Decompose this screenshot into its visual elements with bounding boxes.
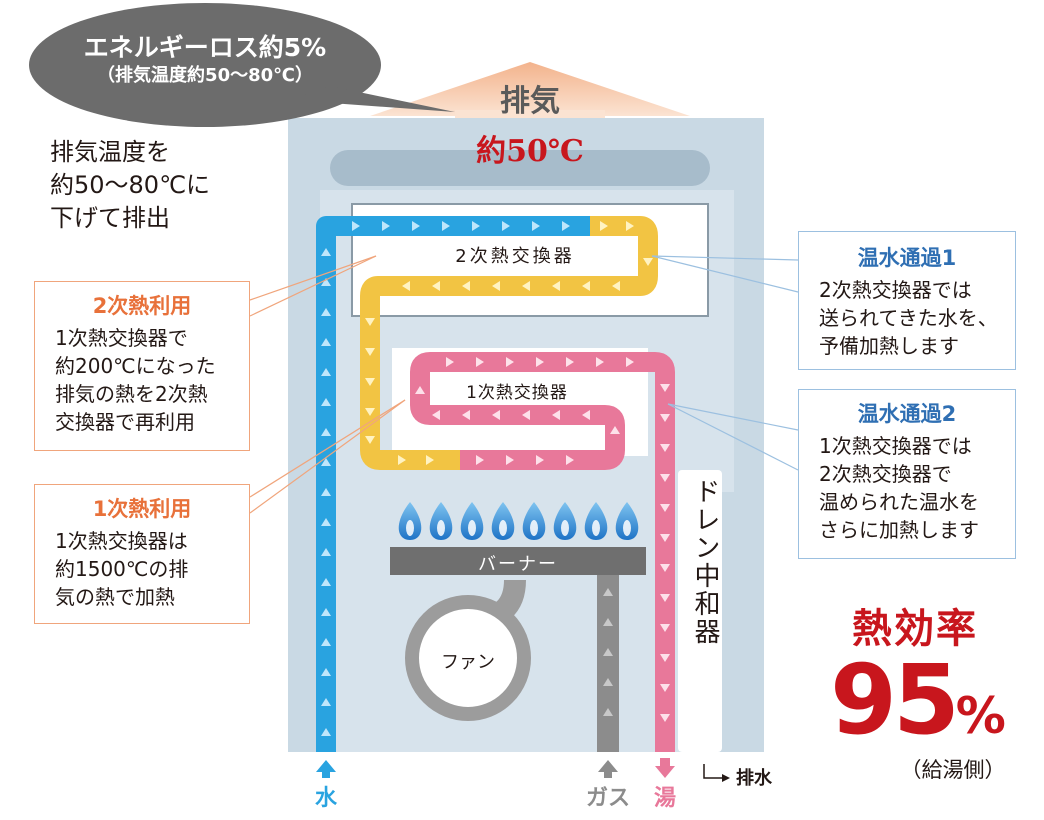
callout-line: 送られてきた水を、 (819, 306, 998, 330)
callout-title: 温水通過2 (857, 402, 957, 426)
callout-title: 1次熱利用 (92, 497, 192, 521)
energy-loss-line2: （排気温度約50〜80℃） (97, 65, 313, 86)
note-line: 下げて排出 (50, 204, 170, 232)
efficiency-value: 95 (830, 644, 960, 756)
callout-line: 交換器で再利用 (55, 410, 195, 434)
fan (405, 595, 531, 721)
energy-loss-line1: エネルギーロス約5% (83, 33, 327, 62)
gas-pipe (597, 575, 619, 752)
callout-line: 約200℃になった (55, 354, 216, 378)
gas-in-arrow (598, 760, 618, 778)
gas-label: ガス (585, 786, 630, 811)
primary-flow-arrows (415, 357, 670, 722)
primary-hx-label: 1次熱交換器 (466, 383, 568, 403)
callout-line: 1次熱交換器では (819, 434, 972, 458)
gas-flow-arrows (603, 588, 613, 716)
energy-loss-text: エネルギーロス約5% （排気温度約50〜80℃） (40, 32, 370, 88)
energy-loss-bubble (29, 3, 455, 127)
exhaust-temperature-note: 排気温度を 約50〜80℃に 下げて排出 (50, 136, 210, 235)
efficiency-value-row: 95% (818, 650, 1018, 750)
note-line: 排気温度を (50, 138, 170, 166)
exhaust-label: 排気 (500, 84, 560, 119)
callout-line: 気の熱で加熱 (55, 585, 175, 609)
callout-line: 2次熱交換器では (819, 278, 972, 302)
callout-line: 1次熱交換器は (55, 529, 188, 553)
drain-arrow (703, 764, 722, 779)
callout-secondary-heat-use: 2次熱利用 1次熱交換器で 約200℃になった 排気の熱を2次熱 交換器で再利用 (34, 281, 250, 451)
water-in-arrow (316, 760, 336, 778)
exhaust-temp: 約50℃ (476, 134, 584, 169)
water-label: 水 (314, 786, 337, 811)
callout-title: 温水通過1 (857, 246, 957, 270)
secondary-hx-pipe (360, 216, 658, 470)
fan-label: ファン (441, 652, 495, 673)
callout-primary-heat-use: 1次熱利用 1次熱交換器は 約1500℃の排 気の熱で加熱 (34, 484, 250, 624)
drain-label: 排水 (736, 768, 772, 789)
callout-line: 排気の熱を2次熱 (55, 382, 208, 406)
callout-line: さらに加熱します (819, 518, 979, 542)
drain-neutralizer-label: ドレン中和器 (690, 478, 720, 646)
callout-water-pass-1: 温水通過1 2次熱交換器では 送られてきた水を、 予備加熱します (798, 231, 1016, 370)
secondary-flow-arrows (365, 221, 653, 465)
efficiency-unit: % (955, 687, 1006, 745)
efficiency-note: （給湯側） (900, 758, 1006, 782)
exhaust-duct (330, 150, 710, 186)
hot-water-label: 湯 (653, 786, 676, 811)
callout-water-pass-2: 温水通過2 1次熱交換器では 2次熱交換器で 温められた温水を さらに加熱します (798, 389, 1016, 559)
burner-label: バーナー (478, 554, 558, 575)
callout-line: 温められた温水を (819, 490, 979, 514)
water-flow-arrows (321, 221, 570, 736)
secondary-hx-label: 2次熱交換器 (455, 246, 575, 267)
drain-neutralizer (678, 470, 722, 752)
burner-bar (390, 547, 646, 575)
primary-hx-pipe (410, 352, 675, 752)
note-line: 約50〜80℃に (50, 171, 211, 199)
efficiency-label: 熱効率 (852, 606, 978, 652)
callout-line: 2次熱交換器で (819, 462, 952, 486)
callout-line: 約1500℃の排 (55, 557, 189, 581)
hot-water-out-arrow (655, 766, 675, 778)
callout-line: 1次熱交換器で (55, 326, 188, 350)
callout-line: 予備加熱します (819, 334, 959, 358)
exhaust-arrow (370, 62, 690, 116)
callout-title: 2次熱利用 (92, 294, 192, 318)
